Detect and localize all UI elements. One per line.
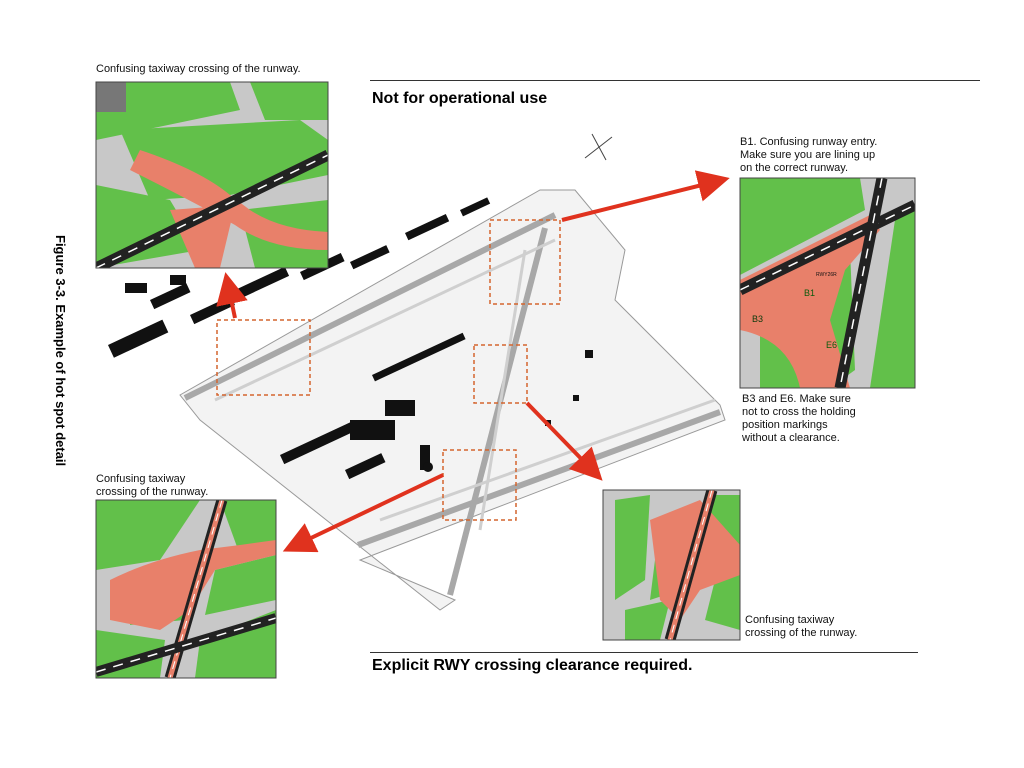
arrow-to-bottom-right (525, 401, 603, 481)
detail-panel-bottom-left-frame (95, 499, 277, 679)
detail-panel-b1-e6 (740, 178, 915, 388)
detail-panel-bottom-left (96, 500, 276, 678)
arrow-to-b1 (561, 170, 730, 222)
runway-cross (447, 227, 548, 596)
detail-panel-b1-e6-frame (739, 177, 916, 389)
runway-south-diagonal (356, 409, 722, 548)
label-b3: B3 (752, 314, 763, 324)
buildings-south (280, 332, 593, 480)
caption-b1: B1. Confusing runway entry. Make sure yo… (740, 136, 878, 174)
hotspot-boxes (216, 219, 561, 521)
header-text: Not for operational use (372, 90, 548, 107)
airport-map (107, 133, 726, 611)
caption-b3-e6: B3 and E6. Make sure not to cross the ho… (742, 393, 856, 444)
header-rule (370, 80, 980, 81)
taxiway-3 (478, 249, 527, 531)
callout-arrows (216, 170, 730, 553)
hotspot-box-center (473, 344, 528, 404)
arrow-to-bottom-left (282, 473, 444, 553)
taxiway-1 (214, 238, 556, 402)
detail-panel-top-left (96, 82, 328, 268)
taxiway-2 (379, 398, 716, 522)
footer-rule (370, 652, 918, 653)
north-arrow-icon (584, 133, 613, 161)
caption-bottom-left: Confusing taxiway crossing of the runway… (96, 473, 209, 498)
footer-text: Explicit RWY crossing clearance required… (372, 657, 693, 674)
detail-panel-bottom-right-frame (602, 489, 741, 641)
caption-bottom-right: Confusing taxiway crossing of the runway… (745, 614, 858, 639)
arrow-to-top-left (216, 272, 248, 319)
label-e6: E6 (826, 340, 837, 350)
runway-main-diagonal (183, 212, 557, 401)
caption-top-left: Confusing taxiway crossing of the runway… (96, 63, 301, 75)
detail-panel-top-left-frame (95, 81, 329, 269)
label-b1: B1 (804, 288, 815, 298)
label-rwy: RWY26R (816, 272, 837, 278)
hotspot-box-south (442, 449, 517, 521)
hotspot-box-north (489, 219, 561, 305)
detail-panel-bottom-right (603, 490, 740, 640)
airfield-outline (179, 189, 726, 611)
